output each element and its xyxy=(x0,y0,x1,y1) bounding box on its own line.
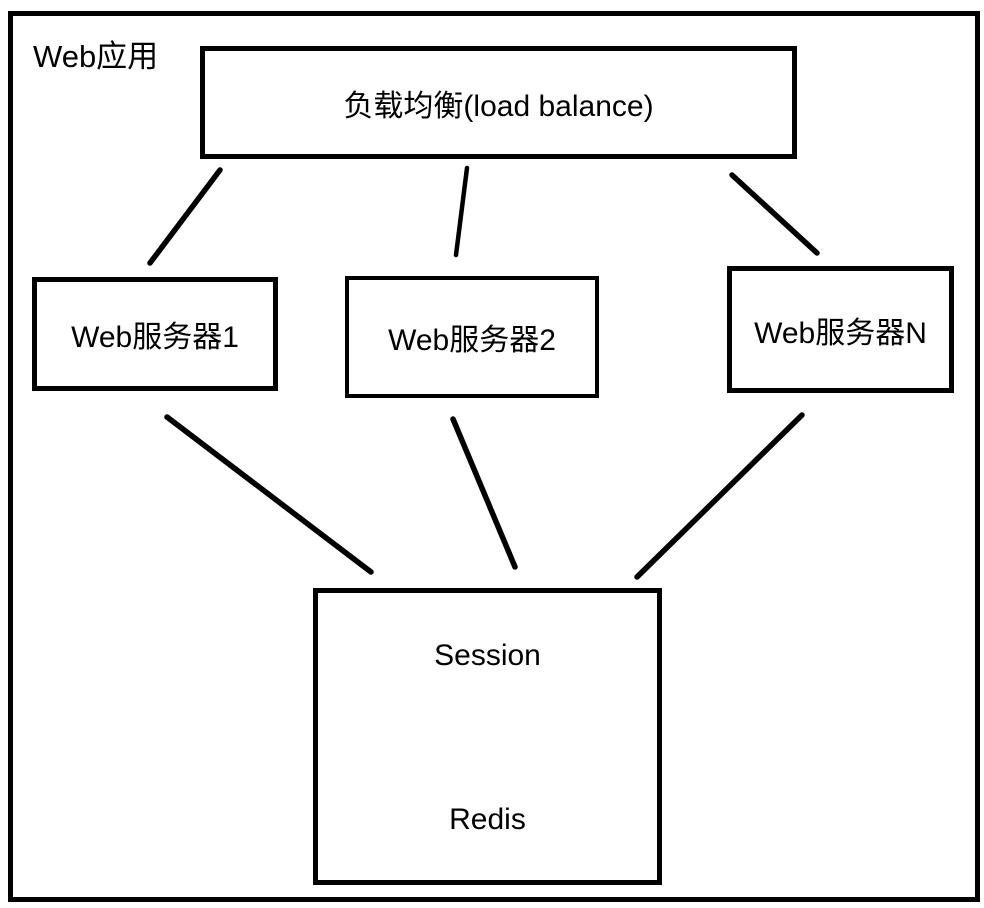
redis-label: Redis xyxy=(449,803,526,836)
node-web-server-n: Web服务器N xyxy=(727,266,954,393)
web-app-label: Web应用 xyxy=(33,39,159,74)
node-load-balancer: 负载均衡(load balance) xyxy=(200,46,797,159)
web-server-1-label: Web服务器1 xyxy=(71,321,239,354)
session-label: Session xyxy=(434,639,541,672)
node-web-server-2: Web服务器2 xyxy=(345,276,599,398)
node-web-server-1: Web服务器1 xyxy=(32,277,278,391)
load-balancer-label: 负载均衡(load balance) xyxy=(343,89,654,123)
web-server-n-label: Web服务器N xyxy=(754,316,927,350)
web-app-boundary-box xyxy=(8,11,980,902)
web-server-2-label: Web服务器2 xyxy=(388,324,556,357)
node-session-store: Session Redis xyxy=(313,588,662,885)
